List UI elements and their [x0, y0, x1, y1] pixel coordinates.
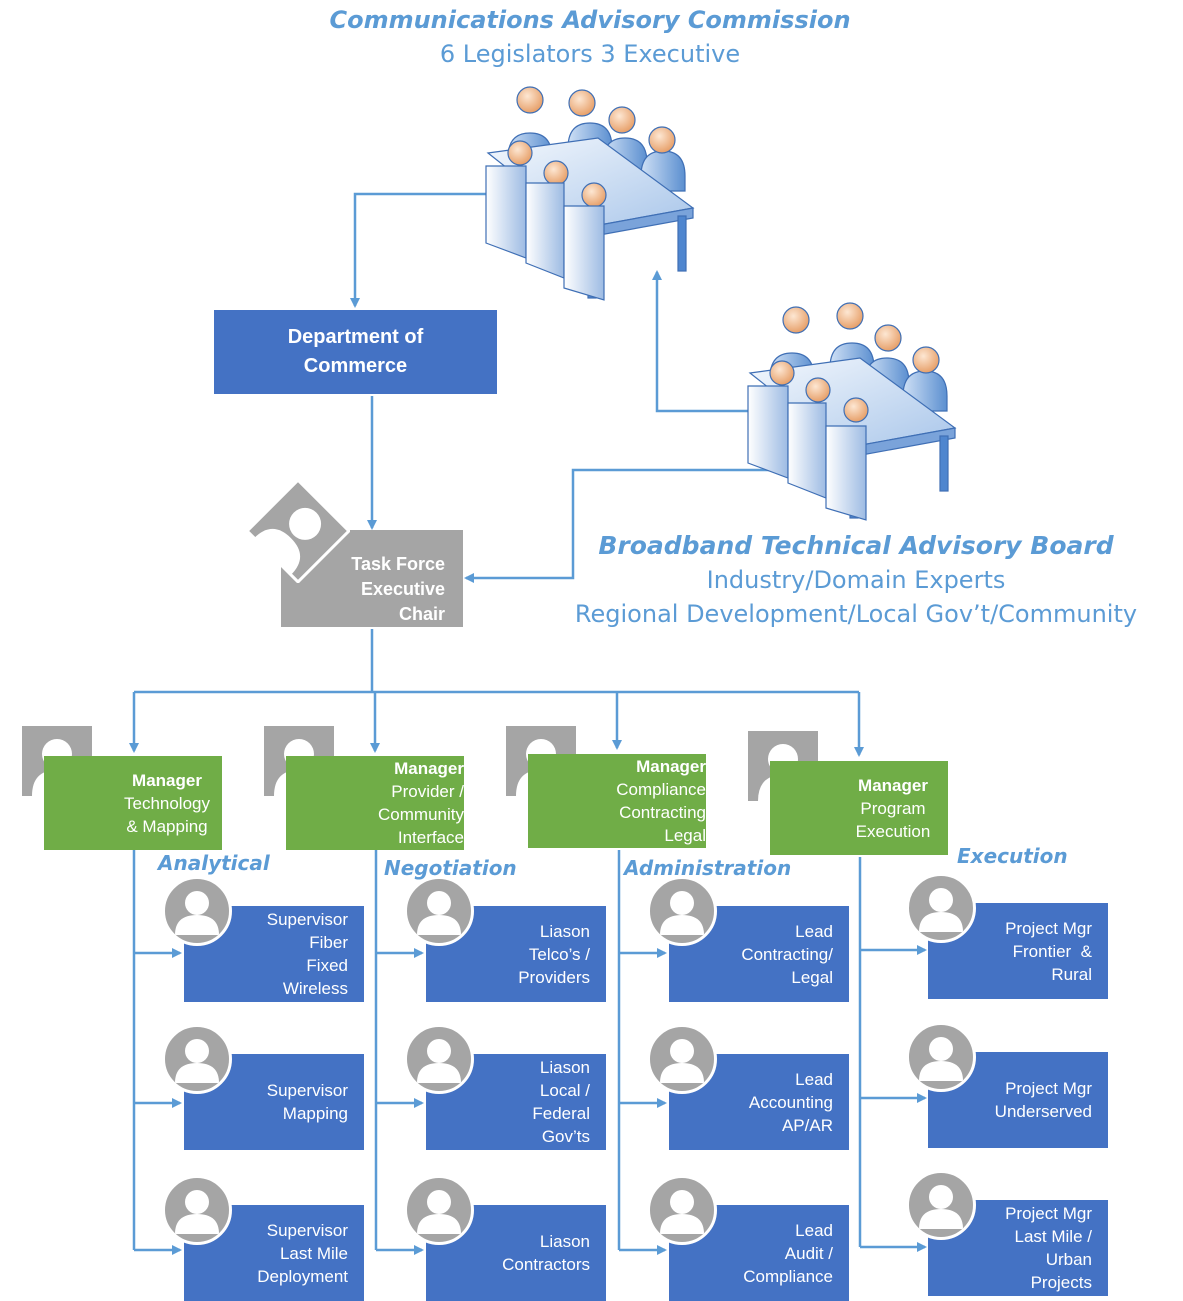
staff-card-line: Frontier &	[1012, 941, 1092, 961]
staff-card-line: Legal	[791, 967, 833, 987]
staff-card-line: Compliance	[743, 1266, 833, 1286]
staff-card-line: Urban	[1045, 1250, 1092, 1269]
staff-avatar-icon	[906, 1170, 976, 1240]
staff-card-line: Audit /	[784, 1243, 833, 1263]
board-meeting-icon	[747, 302, 957, 521]
manager-line1: Provider /	[391, 782, 464, 801]
manager-title: Manager	[132, 770, 202, 790]
staff-card-line: Accounting	[748, 1092, 833, 1112]
staff-avatar-icon	[647, 1175, 717, 1245]
commission-subtitle: 6 Legislators 3 Executive	[439, 40, 741, 68]
staff-card-line: Fiber	[309, 933, 348, 952]
chair-avatar-icon	[246, 479, 350, 583]
staff-avatar-icon	[162, 1024, 232, 1094]
staff-card-line: Liason	[539, 1232, 590, 1251]
staff-avatar-icon	[404, 1175, 474, 1245]
staff-card-line: Project Mgr	[1005, 1204, 1092, 1223]
department-line2: Commerce	[303, 355, 408, 377]
staff-card-line: Lead	[795, 1220, 833, 1240]
manager-line1: Technology	[123, 793, 210, 813]
board-title: Broadband Technical Advisory Board	[598, 531, 1114, 560]
chair-line1: Task Force	[351, 554, 445, 574]
manager-line2: Contracting	[619, 803, 706, 822]
staff-card-line: Supervisor	[266, 1081, 348, 1100]
staff-card-line: Lead	[795, 1069, 833, 1089]
staff-card-line: Telco’s /	[528, 944, 590, 964]
staff-card-line: Mapping	[282, 1104, 348, 1123]
commission-title: Communications Advisory Commission	[329, 6, 851, 34]
staff-avatar-icon	[906, 873, 976, 943]
staff-card-line: Supervisor	[266, 1220, 348, 1240]
manager-line3: Interface	[397, 828, 464, 847]
manager-line2: Community	[378, 805, 464, 824]
staff-card-line: Projects	[1030, 1273, 1092, 1292]
staff-avatar-icon	[647, 876, 717, 946]
staff-card-line: Contracting/	[741, 944, 833, 964]
staff-avatar-icon	[404, 876, 474, 946]
staff-card-line: Providers	[518, 967, 590, 987]
staff-avatar-icon	[404, 1024, 474, 1094]
staff-card-line: Fixed	[306, 956, 348, 975]
staff-avatar-icon	[162, 876, 232, 946]
department-box: Department of Commerce	[214, 310, 497, 394]
manager-title: Manager	[636, 757, 706, 776]
manager-title: Manager	[858, 775, 928, 795]
manager-line3: Legal	[664, 826, 706, 845]
section-label: Analytical	[158, 851, 270, 875]
chair-line3: Chair	[398, 604, 445, 624]
commission-meeting-icon	[485, 86, 695, 301]
staff-card-line: Project Mgr	[1005, 918, 1092, 938]
staff-card-line: Last Mile	[279, 1243, 348, 1263]
staff-card-line: Rural	[1051, 964, 1092, 984]
staff-card-line: Supervisor	[266, 910, 348, 929]
staff-card-line: AP/AR	[781, 1115, 833, 1135]
staff-card-line: Wireless	[282, 979, 348, 998]
section-label: Execution	[957, 844, 1068, 868]
board-line1: Industry/Domain Experts	[706, 566, 1006, 594]
staff-card-line: Deployment	[257, 1266, 348, 1286]
board-header: Broadband Technical Advisory Board Indus…	[546, 529, 1166, 631]
manager-line2: Execution	[855, 821, 931, 841]
staff-card-line: Contractors	[502, 1255, 590, 1274]
staff-card-line: Project Mgr	[1005, 1079, 1092, 1098]
staff-card-line: Local /	[539, 1081, 590, 1100]
staff-avatar-icon	[162, 1175, 232, 1245]
board-to-commission-arrow	[652, 270, 752, 413]
staff-card-line: Gov’ts	[541, 1127, 590, 1146]
manager-title: Manager	[394, 759, 464, 778]
staff-card-line: Liason	[539, 1058, 590, 1077]
manager-box: Manager Technology & Mapping	[44, 756, 222, 850]
board-to-chair-arrow	[464, 468, 792, 583]
staff-avatar-icon	[647, 1024, 717, 1094]
staff-card-line: Last Mile /	[1014, 1227, 1092, 1246]
staff-avatar-icon	[906, 1022, 976, 1092]
staff-card-line: Federal	[532, 1104, 590, 1123]
staff-card-line: Lead	[795, 921, 833, 941]
staff-card-line: Liason	[539, 921, 590, 941]
manager-line1: Program	[860, 798, 926, 818]
staff-card-line: Underserved	[994, 1102, 1092, 1121]
manager-box: Manager Compliance Contracting Legal	[528, 754, 706, 848]
board-line2: Regional Development/Local Gov’t/Communi…	[574, 600, 1138, 628]
commission-header: Communications Advisory Commission 6 Leg…	[250, 3, 930, 71]
commission-to-department-arrow	[350, 192, 487, 308]
manager-line2: & Mapping	[126, 816, 208, 836]
department-line1: Department of	[287, 326, 424, 348]
manager-box: Manager Provider / Community Interface	[286, 756, 464, 850]
manager-box: Manager Program Execution	[770, 761, 948, 855]
section-label: Negotiation	[384, 856, 517, 880]
section-label: Administration	[624, 856, 792, 880]
chair-line2: Executive	[360, 579, 445, 599]
manager-line1: Compliance	[616, 780, 706, 799]
